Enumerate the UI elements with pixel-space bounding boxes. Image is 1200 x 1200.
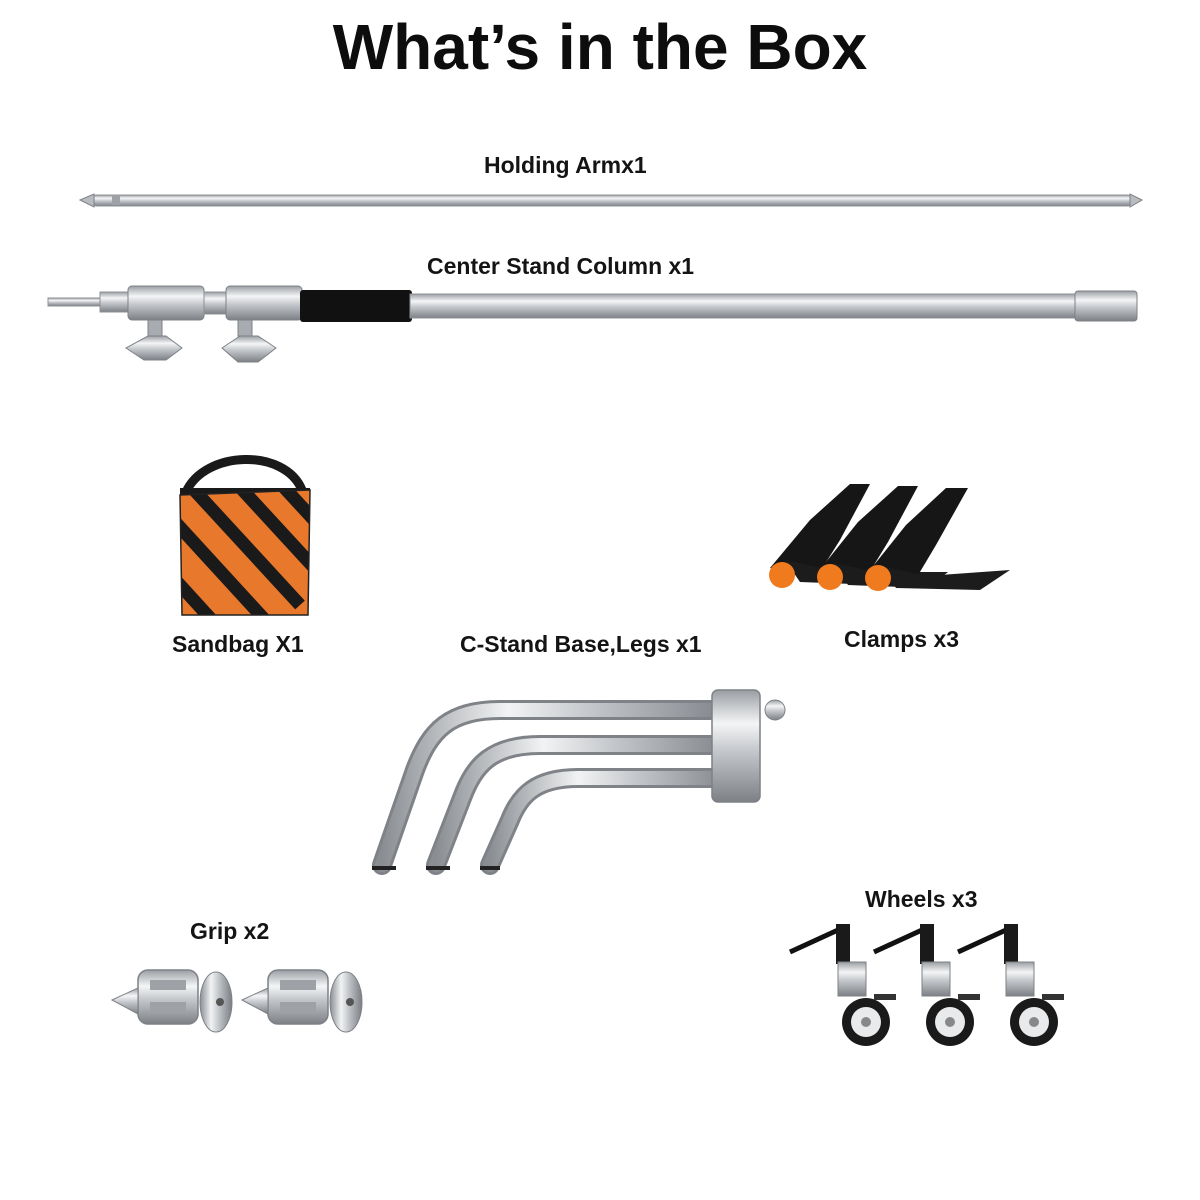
clamps-label: Clamps x3 bbox=[844, 626, 960, 652]
base-legs-image bbox=[372, 689, 786, 875]
holding-arm-image bbox=[78, 193, 1144, 208]
grip-label: Grip x2 bbox=[190, 918, 270, 944]
sandbag-image bbox=[179, 455, 311, 616]
wheels-image bbox=[788, 924, 1064, 1046]
sandbag-label: Sandbag X1 bbox=[172, 631, 304, 657]
wheels-label: Wheels x3 bbox=[865, 886, 978, 912]
center-column-label: Center Stand Column x1 bbox=[427, 253, 695, 279]
clamps-image bbox=[769, 484, 1010, 591]
page-title: What’s in the Box bbox=[332, 11, 868, 83]
center-column-image bbox=[47, 285, 1138, 363]
holding-arm-label: Holding Armx1 bbox=[484, 152, 647, 178]
grips-image bbox=[110, 969, 363, 1033]
base-legs-label: C-Stand Base,Legs x1 bbox=[460, 631, 702, 657]
